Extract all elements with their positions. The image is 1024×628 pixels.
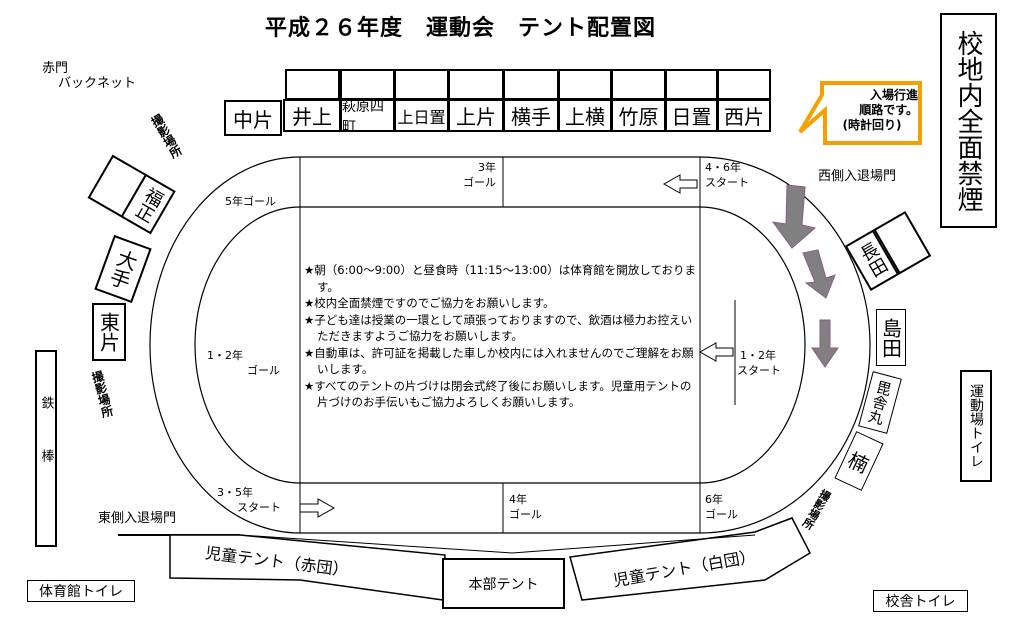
left-arrow-icon (698, 342, 734, 362)
tent-headquarters: 本部テント (442, 558, 565, 609)
g35-start-mark: 3・5年スタート (217, 486, 281, 514)
notice-item: ★すべてのテントの片づけは閉会式終了後にお願いします。児童用テントの片づけのお手… (304, 378, 692, 410)
tent-higashikata: 東片 (92, 303, 126, 361)
tent-hioki: 日置 (665, 99, 718, 132)
down-arrow-icon (811, 319, 839, 368)
callout-bubble (798, 81, 922, 145)
school-toilet-label: 校舎トイレ (873, 590, 968, 612)
tent-nishikata: 西片 (717, 99, 771, 132)
notice-item: ★校内全面禁煙ですのでご協力をお願いします。 (304, 296, 555, 310)
notice-item: ★子ども達は授業の一環として頑張っておりますので、飲酒は極力お控えいただきますよ… (304, 312, 693, 344)
tent-blank (611, 69, 666, 100)
g6-goal-mark: 6年ゴール (705, 493, 738, 521)
notice-item: ★朝（6:00～9:00）と昼食時（11:15～13:00）は体育館を開放してお… (304, 263, 697, 294)
tetsubou-label: 鉄棒 (35, 350, 57, 547)
down-arrow-icon (802, 249, 836, 299)
tent-nakakata: 中片 (224, 100, 282, 136)
g4-goal-mark: 4年ゴール (509, 493, 542, 521)
tent-kamihioki: 上日置 (394, 99, 449, 132)
west-gate-label: 西側入退場門 (818, 169, 897, 184)
tent-takehara: 竹原 (611, 99, 666, 132)
g12-goal-mark: 1・2年ゴール (207, 349, 280, 377)
tent-yokote: 横手 (503, 99, 559, 132)
tent-blank (717, 69, 771, 100)
tent-haibara-yonmachi: 萩原四町 (340, 99, 395, 135)
tent-blank (448, 69, 504, 100)
g3-goal-mark: 3年ゴール (463, 161, 496, 189)
down-arrow-icon (771, 184, 817, 249)
tent-blank (665, 69, 718, 100)
no-smoking-sign: 校地内全面禁煙 (940, 13, 997, 228)
tent-blank (558, 69, 612, 100)
east-gate-label: 東側入退場門 (98, 511, 177, 526)
right-arrow-icon (299, 498, 336, 518)
backnet-label: バックネット (58, 76, 137, 91)
notice-list: ★朝（6:00～9:00）と昼食時（11:15～13:00）は体育館を開放してお… (304, 262, 699, 411)
g12-start-mark: 1・2年スタート (737, 349, 781, 377)
page-title: 平成２６年度 運動会 テント配置図 (265, 16, 657, 41)
left-arrow-icon (662, 174, 698, 194)
tent-blank (285, 69, 340, 100)
tent-blank (503, 69, 559, 100)
tent-kamikata: 上片 (448, 99, 504, 132)
notice-item: ★自動車は、許可証を掲載した車しか校内には入れませんのでご理解をお願いします。 (304, 345, 694, 377)
tent-blank (394, 69, 449, 100)
ground-toilet-label: 運動場トイレ (960, 370, 992, 482)
tent-kamiyoko: 上横 (558, 99, 612, 132)
g5-goal-mark: 5年ゴール (225, 195, 276, 208)
tent-white (569, 517, 811, 601)
akamon-label: 赤門 (42, 61, 69, 76)
march-route-callout: 入場行進 順路です。 (時計回り) (842, 88, 919, 132)
tent-inoue: 井上 (283, 99, 341, 132)
g46-start-mark: 4・6年スタート (705, 161, 749, 189)
gym-toilet-label: 体育館トイレ (27, 580, 135, 602)
tent-shimada: 島田 (876, 309, 906, 366)
